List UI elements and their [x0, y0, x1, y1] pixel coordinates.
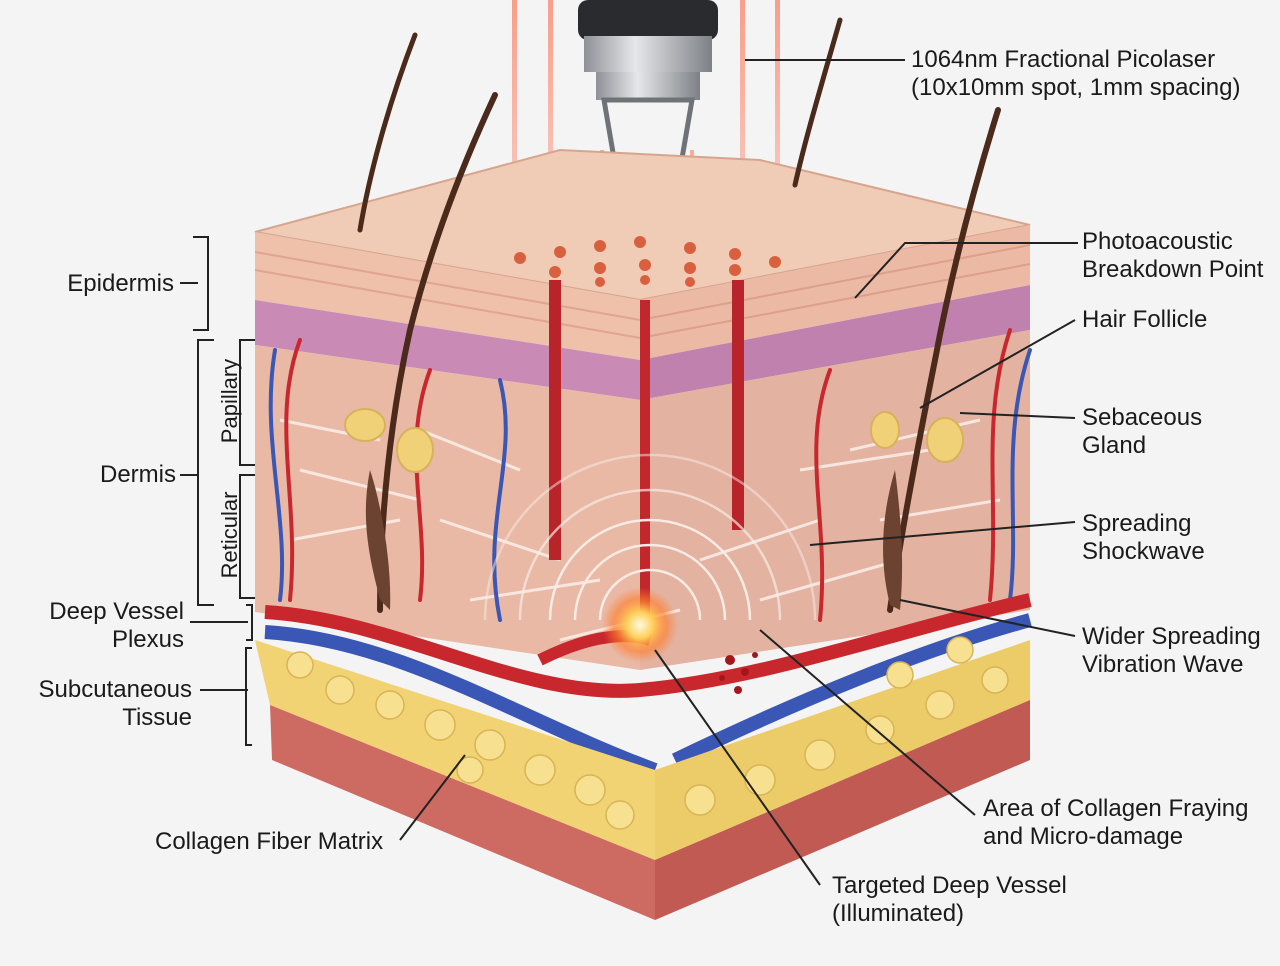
dermis-label: Dermis	[100, 461, 176, 488]
shockwave-rings	[483, 453, 817, 621]
targeted-label-line2: (Illuminated)	[832, 900, 965, 927]
deep-vessel-label-line2: Plexus	[111, 626, 184, 653]
deep-vessel-label-line1: Deep Vessel	[49, 598, 184, 625]
papillary-band-front	[255, 300, 640, 400]
targeted-vessel-label: Targeted Deep Vessel (Illuminated)	[832, 872, 1067, 928]
photoacoustic-label-line1: Photoacoustic	[1082, 228, 1233, 255]
photoacoustic-label: Photoacoustic Breakdown Point	[1082, 228, 1263, 284]
spreading-label-line2: Shockwave	[1082, 538, 1205, 565]
epidermis-front	[255, 232, 640, 360]
photoacoustic-label-line2: Breakdown Point	[1082, 256, 1264, 283]
collagen-fraying-label: Area of Collagen Fraying and Micro-damag…	[983, 795, 1248, 851]
collagen-damage-area	[719, 652, 758, 694]
subcutaneous-label-line1: Subcutaneous	[38, 676, 192, 703]
photoacoustic-flash	[602, 587, 678, 663]
deep-plexus-vein	[264, 625, 658, 777]
internal-beams	[549, 280, 744, 620]
subcutaneous-fat-front	[255, 640, 655, 860]
subcutaneous-label-line2: Tissue	[122, 704, 192, 731]
sebaceous-label-line2: Gland	[1082, 432, 1147, 459]
dermal-vessels	[268, 328, 1032, 622]
deep-vessel-plexus-label: Deep Vessel Plexus	[20, 598, 184, 654]
sebaceous-label: Sebaceous Gland	[1082, 404, 1202, 460]
collagen-fraying-label-line2: and Micro-damage	[983, 823, 1184, 850]
muscle-layer-front	[270, 705, 655, 920]
laser-label-line1: 1064nm Fractional Picolaser	[911, 46, 1216, 73]
collagen-matrix-label: Collagen Fiber Matrix	[155, 828, 384, 855]
spreading-label-line1: Spreading	[1082, 510, 1192, 537]
wider-wave-label: Wider Spreading Vibration Wave	[1082, 623, 1261, 679]
collagen-fraying-label-line1: Area of Collagen Fraying	[983, 795, 1249, 822]
subcutaneous-label: Subcutaneous Tissue	[10, 676, 192, 732]
laser-label-line2: (10x10mm spot, 1mm spacing)	[911, 74, 1241, 101]
sebaceous-label-line1: Sebaceous	[1082, 404, 1203, 431]
wider-label-line1: Wider Spreading	[1082, 623, 1261, 650]
spreading-shockwave-label: Spreading Shockwave	[1082, 510, 1205, 566]
wider-label-line2: Vibration Wave	[1082, 651, 1244, 678]
papillary-label: Papillary	[217, 358, 242, 444]
fat-lobules	[286, 636, 1009, 830]
hair-follicle-label: Hair Follicle	[1082, 306, 1208, 333]
muscle-layer-side	[655, 700, 1030, 920]
sebaceous-glands	[344, 408, 964, 473]
laser-spot-grid	[514, 236, 781, 287]
skin-top-surface	[254, 148, 1031, 302]
deep-plexus-artery	[264, 593, 1032, 698]
reticular-label: Reticular	[217, 491, 242, 579]
laser-label: 1064nm Fractional Picolaser (10x10mm spo…	[911, 46, 1240, 102]
targeted-label-line1: Targeted Deep Vessel	[832, 872, 1067, 899]
leader-lines	[180, 59, 1078, 886]
epidermis-label: Epidermis	[67, 270, 174, 297]
